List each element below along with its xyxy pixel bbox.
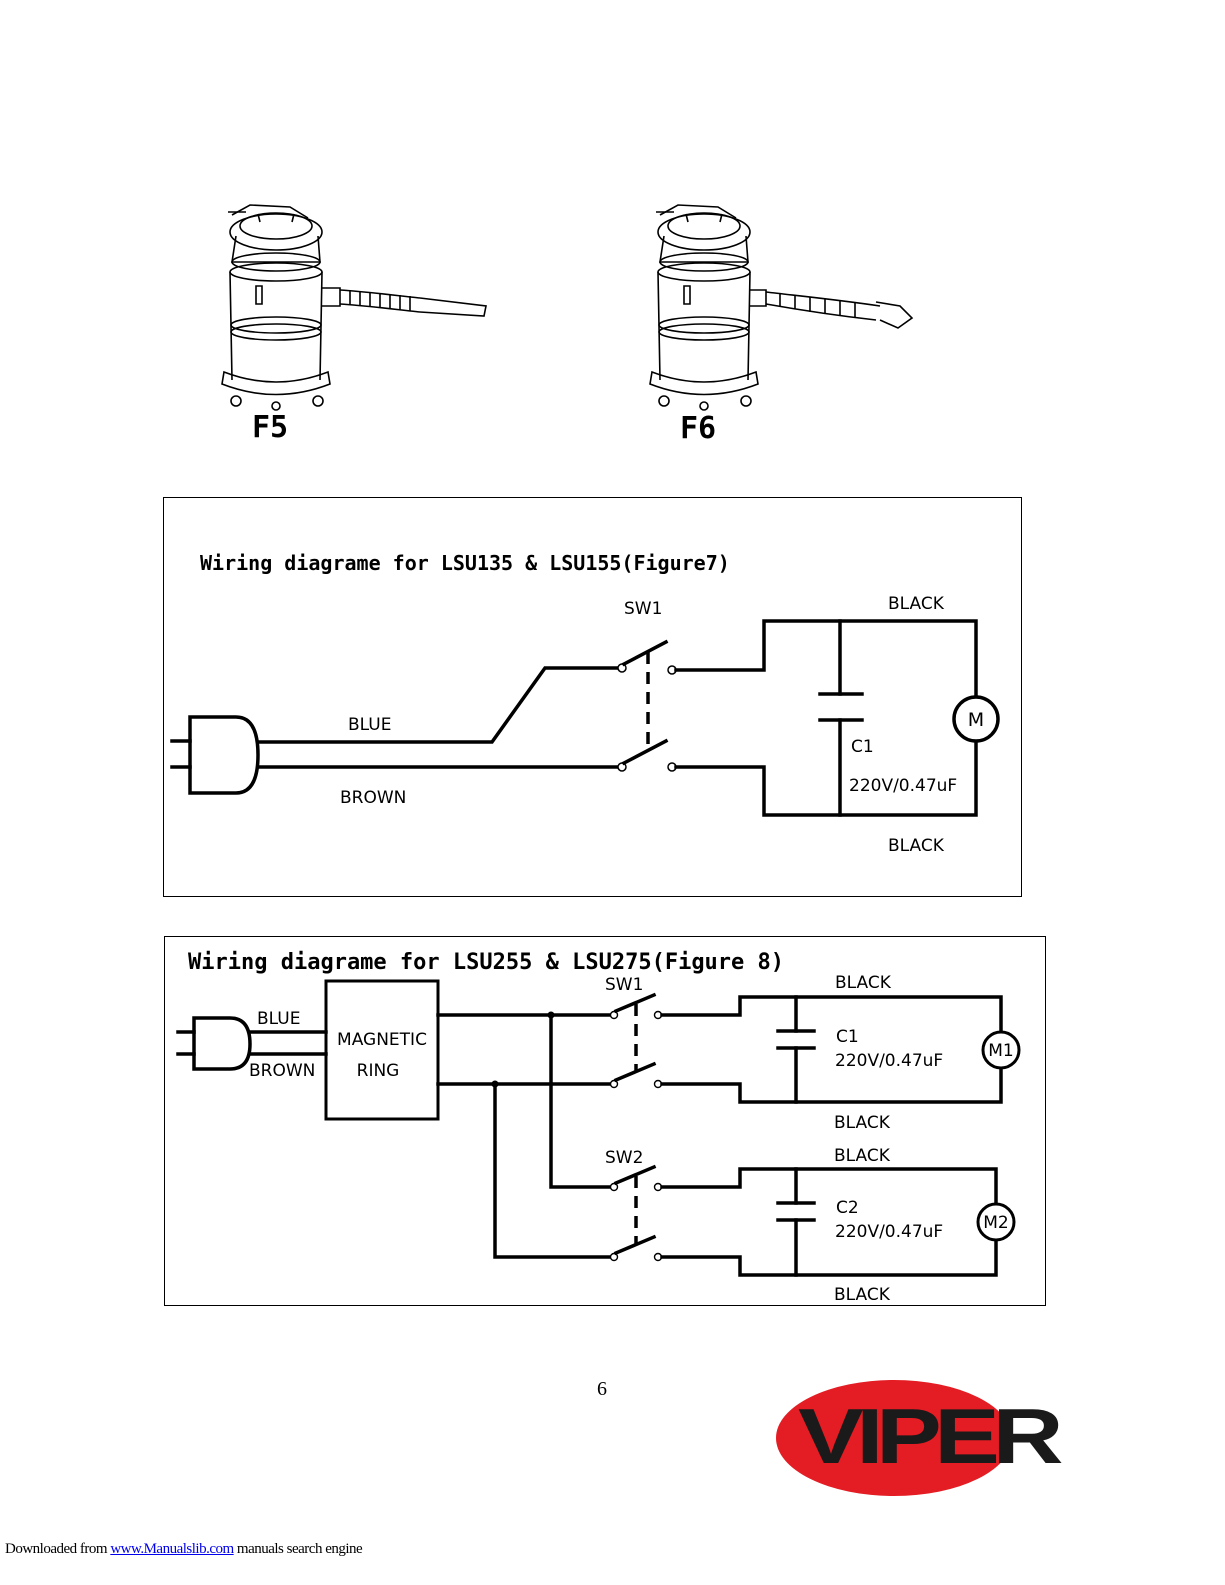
svg-text:M2: M2 xyxy=(983,1213,1008,1233)
page-number: 6 xyxy=(597,1378,607,1401)
motor-m2: M2 xyxy=(978,1204,1014,1240)
manualslib-link[interactable]: www.Manualslib.com xyxy=(110,1541,233,1557)
viper-logo: VIPER xyxy=(776,1378,1058,1500)
switch-label-sw1: SW1 xyxy=(605,975,643,995)
switch-sw1 xyxy=(611,995,662,1088)
switch-sw2 xyxy=(611,1167,662,1261)
switch-label-sw2: SW2 xyxy=(605,1148,643,1168)
svg-text:M1: M1 xyxy=(988,1041,1013,1061)
wire-label-blue: BLUE xyxy=(257,1009,300,1029)
diagram8-title: Wiring diagrame for LSU255 & LSU275(Figu… xyxy=(188,950,784,975)
wire-label-black-4: BLACK xyxy=(834,1285,891,1305)
footer-prefix: Downloaded from xyxy=(5,1541,110,1557)
plug-icon xyxy=(178,1018,250,1069)
capacitor-label-c2: C2 xyxy=(836,1198,859,1218)
motor-m1: M1 xyxy=(983,1032,1019,1068)
magnetic-ring-label-1: MAGNETIC xyxy=(337,1030,427,1050)
footer: Downloaded from www.Manualslib.com manua… xyxy=(5,1541,362,1558)
magnetic-ring-label-2: RING xyxy=(357,1061,400,1081)
wire-label-black-1: BLACK xyxy=(835,973,892,993)
capacitor-label-c1: C1 xyxy=(836,1027,859,1047)
capacitor-rating-c2: 220V/0.47uF xyxy=(835,1222,943,1242)
wire-label-brown: BROWN xyxy=(249,1061,315,1081)
wire-label-black-2: BLACK xyxy=(834,1113,891,1133)
footer-suffix: manuals search engine xyxy=(234,1541,363,1557)
capacitor-rating-c1: 220V/0.47uF xyxy=(835,1051,943,1071)
svg-text:VIPER: VIPER xyxy=(798,1392,1062,1480)
wire-label-black-3: BLACK xyxy=(834,1146,891,1166)
